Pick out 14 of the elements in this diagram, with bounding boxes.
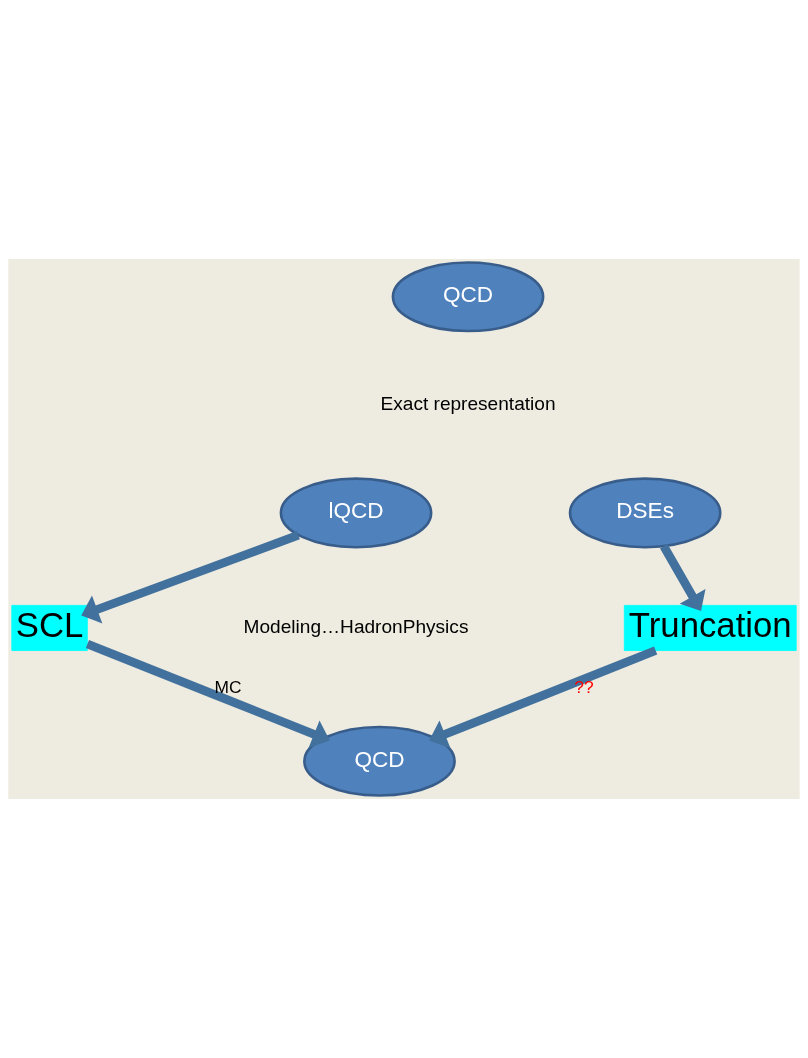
node-box: SCL [11,604,88,651]
node-ellipse: QCD [303,725,456,797]
arrow [660,544,706,612]
node-box: Truncation [623,604,797,651]
arrow [85,639,330,749]
node-ellipse: DSEs [568,477,722,549]
edge-label: ?? [574,677,594,698]
node-ellipse: QCD [391,261,545,333]
label: Modeling…HadronPhysics [243,615,469,637]
arrow [429,646,658,749]
arrow [81,531,300,624]
edge-label: MC [214,677,242,698]
node-ellipse: lQCD [279,477,433,549]
label: Exact representation [380,392,556,414]
